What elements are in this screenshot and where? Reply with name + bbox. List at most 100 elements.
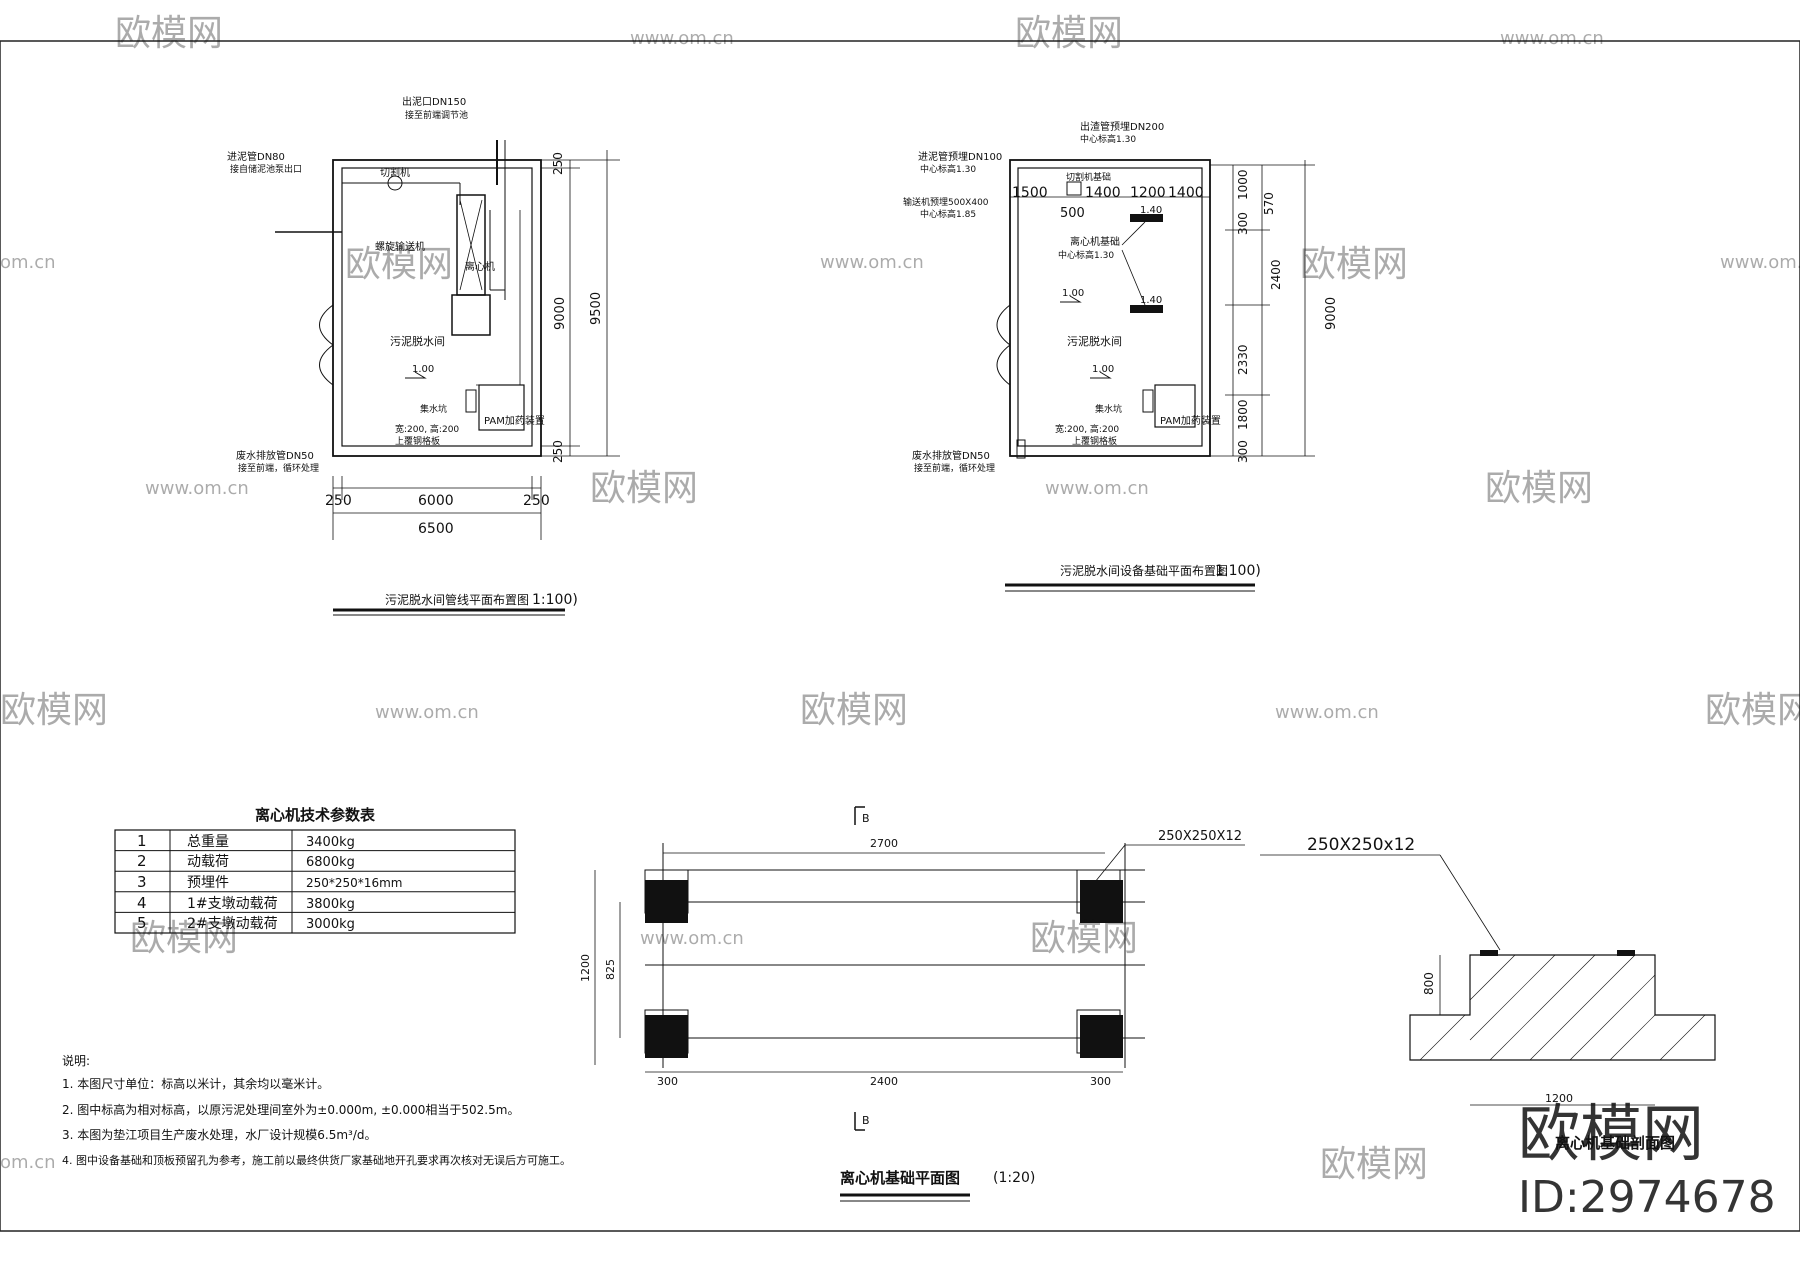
sump-label: 集水坑 [1095,403,1122,415]
section-hatch [1419,954,1706,1061]
room-inner-wall [1017,167,1203,447]
sump-pit [465,389,477,413]
dim-t5: 500 [1060,206,1085,221]
watermark-logo: 欧模网 [800,690,908,731]
watermark-layer: 欧模网 欧模网 www.om.cn www.om.cn om.cn www.om… [0,13,1800,1185]
table-row-value: 250*250*16mm [306,876,402,890]
dim-h-bot: 250 [551,440,565,463]
embed-plate-section [1617,950,1635,956]
dim-r2: 300 [1236,212,1250,235]
door-swing [996,344,1011,386]
note-inlet-2: 中心标高1.30 [920,163,976,175]
section-width: 1200 [1545,1092,1573,1105]
room-outer-wall [332,159,542,457]
sump-dim: 宽:200, 高:200 [1055,423,1119,435]
dim-t3: 1200 [1130,185,1166,201]
watermark-url: om.cn [0,1152,56,1173]
door-swing [319,304,334,346]
watermark-url: www.om.cn [1275,702,1379,723]
watermark-logo: 欧模网 [115,13,223,54]
door-swing [319,344,334,386]
table-row-value: 6800kg [306,855,355,870]
watermark-url: www.om.cn [1720,252,1800,273]
leader-line [1121,221,1146,246]
note-vent: 出渣管预埋DN200 [1080,120,1164,133]
plan2-title: 污泥脱水间设备基础平面布置图 [1060,563,1228,578]
dim-total: 9000 [1324,297,1339,330]
leader-line [1094,844,1126,883]
drain-label-2: 接至前端，循环处理 [238,462,319,474]
watermark-url: www.om.cn [1500,28,1604,49]
note-cutter: 切割机 [380,166,410,179]
section-height: 800 [1422,972,1436,995]
section-embed-label: 250X250x12 [1307,835,1415,855]
table-row-name: 2#支墩动载荷 [187,916,278,932]
leader-line [1439,854,1501,951]
dim-t2: 1400 [1085,185,1121,201]
table-row-name: 1#支墩动载荷 [187,896,278,912]
dim-w-right: 250 [523,493,550,509]
foundation-scale: (1:20) [993,1170,1035,1186]
note-item: 4. 图中设备基础和顶板预留孔为参考，施工前以最终供货厂家基础地开孔要求再次核对… [62,1153,571,1167]
base-height-1: 1.40 [1140,205,1162,216]
section-outline [1409,954,1716,1061]
dim-r1: 1000 [1236,169,1250,200]
brand-watermark: 欧模网 ID:2974678 [1518,1097,1776,1223]
centrifuge-foundation-section: 250X250x12 800 1200 离心机基础剖面图 [1260,835,1716,1152]
table-row-value: 3800kg [306,897,355,912]
note-item: 3. 本图为垫江项目生产废水处理，水厂设计规模6.5m³/d。 [62,1127,377,1142]
dim-r5: 2330 [1236,344,1250,375]
dim-left-total: 1200 [579,954,592,982]
watermark-url: www.om.cn [375,702,479,723]
embedded-plate [1080,880,1123,923]
dim-t1: 1500 [1012,185,1048,201]
plan1-title: 污泥脱水间管线平面布置图 [385,592,529,607]
watermark-url: om.cn [0,252,56,273]
sump-cover: 上覆钢格板 [395,435,440,447]
drain-label: 废水排放管DN50 [236,449,314,462]
dim-r3: 570 [1262,192,1276,215]
pam-tank [1154,384,1196,428]
watermark-logo: 欧模网 [590,468,698,509]
watermark-logo: 欧模网 [130,918,238,959]
pam-label: PAM加药装置 [484,414,545,427]
foundation-title: 离心机基础平面图 [840,1169,960,1187]
note-centrifuge: 离心机 [465,260,495,273]
watermark-logo: 欧模网 [1705,690,1800,731]
embed-label: 250X250X12 [1158,829,1242,844]
note-centrifuge-base-2: 中心标高1.30 [1058,249,1114,261]
dim-h-total: 9500 [589,292,604,325]
level-label-2: 1.00 [1092,364,1114,375]
drain-pipe [1016,439,1026,459]
level-marker [1090,371,1112,379]
section-title: 离心机基础剖面图 [1555,1134,1675,1152]
section-mark-top: B [862,812,870,825]
dim-w-left: 250 [325,493,352,509]
table-title: 离心机技术参数表 [255,806,376,824]
dim-w-total: 6500 [418,521,454,537]
embedded-plate [645,880,688,923]
embed-plate-section [1480,950,1498,956]
sump-dim: 宽:200, 高:200 [395,423,459,435]
embedded-plate [645,1015,688,1058]
dim-left-inner: 825 [604,959,617,980]
sump-label: 集水坑 [420,403,447,415]
watermark-logo: 欧模网 [1320,1144,1428,1185]
table-row-name: 总重量 [187,834,229,850]
note-conveyor: 输送机预埋500X400 [903,196,989,208]
note-outlet: 出泥口DN150 [402,95,466,108]
room-label: 污泥脱水间 [1067,334,1122,348]
level-marker [405,371,427,379]
note-inlet-2: 接自储泥池泵出口 [230,163,302,175]
watermark-url: www.om.cn [820,252,924,273]
watermark-logo: 欧模网 [1030,918,1138,959]
notes-heading: 说明: [62,1053,90,1068]
table-row-no: 3 [137,873,147,891]
plan2-scale: 1:100) [1215,563,1261,579]
note-inlet: 进泥管预埋DN100 [918,150,1002,163]
dim-bottom-left: 300 [657,1075,678,1088]
table-row-value: 3000kg [306,917,355,932]
table-row-value: 3400kg [306,835,355,850]
watermark-logo: 欧模网 [1485,468,1593,509]
sump-pit [1142,389,1154,413]
